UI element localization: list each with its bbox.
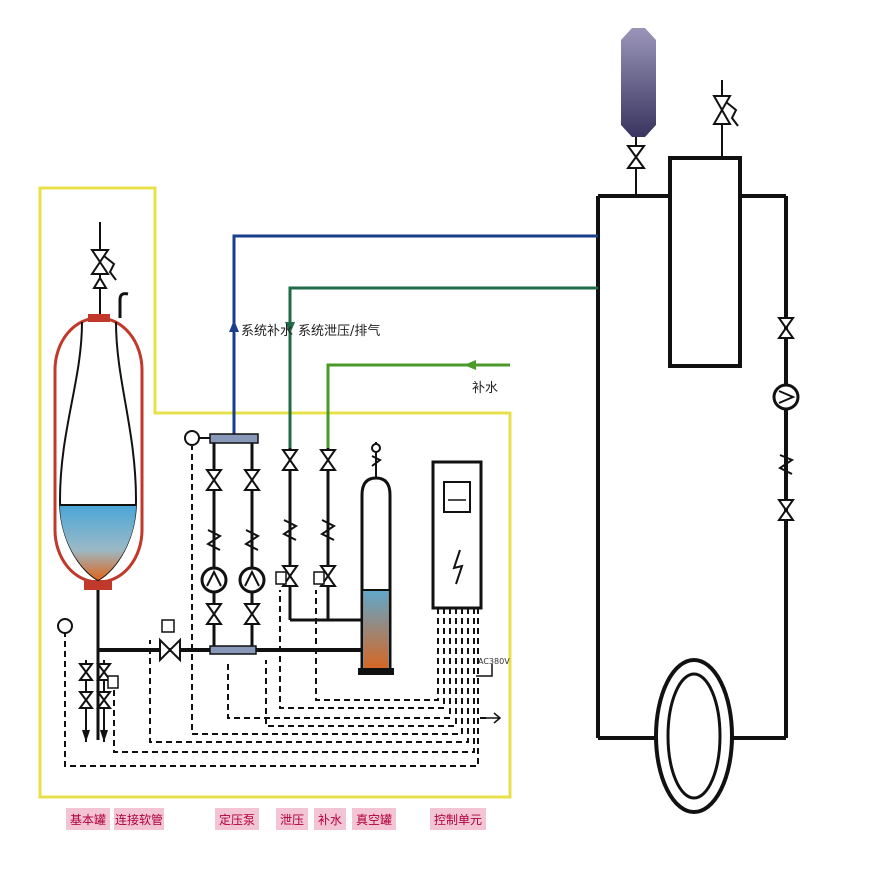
vessel-safety-valve-icon bbox=[90, 249, 110, 275]
return-valve-bottom-icon bbox=[777, 499, 795, 521]
return-valve-top-icon bbox=[777, 317, 795, 339]
vacuum-water bbox=[364, 590, 388, 670]
voltage-label: AC380V bbox=[478, 657, 510, 666]
control-wiring bbox=[64, 446, 486, 767]
vessel-pressure-gauge-icon bbox=[57, 618, 73, 634]
label-makeup-water: 补水 bbox=[472, 381, 498, 396]
legend: 基本罐 连接软管 定压泵 泄压 补水 真空罐 控制单元 bbox=[66, 808, 486, 830]
vacuum-tank bbox=[358, 442, 394, 675]
legend-box-vacuum bbox=[352, 808, 396, 830]
pump-pressure-gauge-icon bbox=[184, 430, 200, 446]
legend-box-relief bbox=[276, 808, 308, 830]
legend-box-control bbox=[430, 808, 486, 830]
upper-manifold bbox=[209, 433, 259, 444]
legend-label-hose: 连接软管 bbox=[115, 812, 163, 827]
enclosure-outline bbox=[38, 186, 512, 799]
expansion-pot-icon bbox=[621, 28, 656, 137]
basic-vessel bbox=[53, 222, 144, 742]
check-valve-icon bbox=[778, 454, 795, 475]
control-display bbox=[443, 481, 471, 513]
legend-label-vessel: 基本罐 bbox=[70, 813, 106, 827]
legend-label-relief: 泄压 bbox=[280, 813, 304, 827]
connection-valve-icon bbox=[159, 637, 181, 663]
boiler-box bbox=[668, 156, 742, 368]
legend-label-control: 控制单元 bbox=[434, 813, 482, 827]
relief-makeup-branches bbox=[275, 448, 362, 622]
vessel-water bbox=[60, 505, 136, 580]
legend-label-makeup: 补水 bbox=[318, 813, 342, 827]
legend-label-vacuum: 真空罐 bbox=[356, 813, 392, 827]
label-system-makeup: 系统补水 bbox=[241, 324, 293, 339]
legend-box-pump bbox=[215, 808, 259, 830]
lower-manifold bbox=[209, 645, 257, 655]
legend-box-vessel bbox=[66, 808, 110, 830]
system-lines bbox=[229, 234, 598, 448]
pot-valve-icon bbox=[626, 145, 646, 169]
boiler-safety-valve-icon bbox=[712, 95, 732, 125]
legend-box-makeup bbox=[314, 808, 346, 830]
connection-pipe bbox=[98, 619, 362, 663]
legend-box-hose bbox=[114, 808, 164, 830]
legend-label-pump: 定压泵 bbox=[219, 812, 255, 827]
lightning-icon bbox=[452, 549, 464, 585]
heating-system bbox=[596, 28, 800, 814]
label-system-degas: 系统泄压/排气 bbox=[298, 323, 380, 339]
pressure-pumps bbox=[184, 430, 266, 646]
